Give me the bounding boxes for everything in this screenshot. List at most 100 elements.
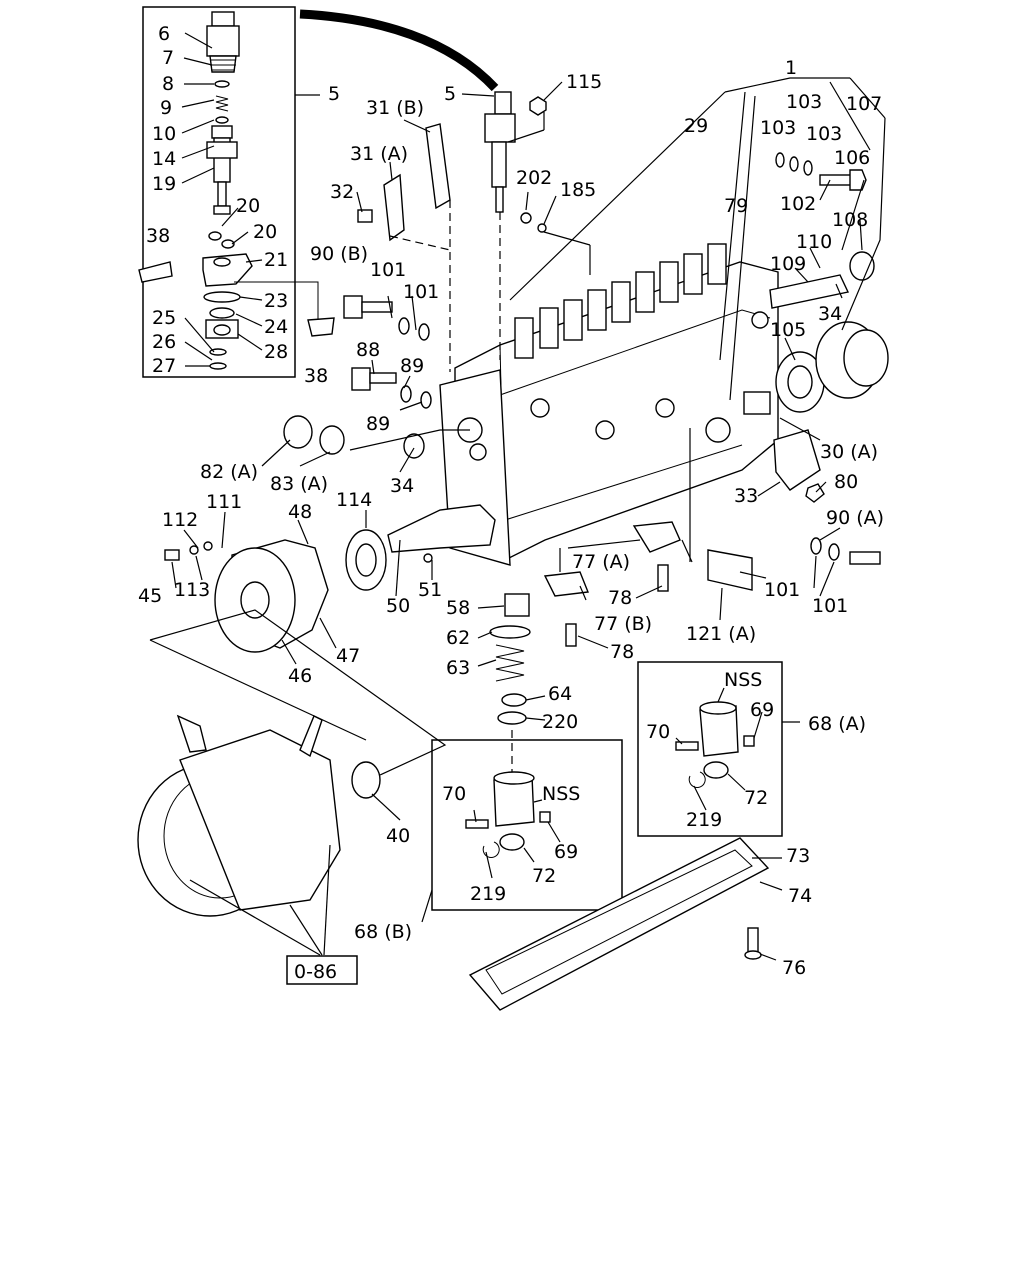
inset-68b [431,739,623,911]
reference-0-86: 0-86 [294,961,337,983]
callout-48: 48 [288,501,312,523]
camshaft-assembly [164,504,496,653]
callout-7: 7 [162,47,174,69]
callout-103: 103 [806,123,842,145]
callout-111: 111 [206,491,242,513]
callout-62: 62 [446,627,470,649]
callout-26: 26 [152,331,176,353]
callout-nss: NSS [542,783,580,805]
callout-40: 40 [386,825,410,847]
callout-38: 38 [146,225,170,247]
callout-5: 5 [328,83,340,105]
callout-83a: 83 (A) [270,473,328,495]
callout-70: 70 [646,721,670,743]
callout-80: 80 [834,471,858,493]
callout-103: 103 [760,117,796,139]
callout-14: 14 [152,148,176,170]
callout-69: 69 [554,841,578,863]
callout-88: 88 [356,339,380,361]
callout-69: 69 [750,699,774,721]
callout-114: 114 [336,489,372,511]
callout-68b: 68 (B) [354,921,412,943]
timer-housing [137,714,381,917]
callout-113: 113 [174,579,210,601]
callout-78: 78 [608,587,632,609]
callout-24: 24 [264,316,288,338]
callout-101: 101 [764,579,800,601]
callout-102: 102 [780,193,816,215]
left-fittings [283,295,432,459]
callout-72: 72 [744,787,768,809]
callout-45: 45 [138,585,162,607]
callout-89: 89 [366,413,390,435]
callout-90b: 90 (B) [310,243,368,265]
callout-9: 9 [160,97,172,119]
callout-109: 109 [770,253,806,275]
tappet-stack [489,593,531,772]
callout-219: 219 [686,809,722,831]
callout-34: 34 [818,303,842,325]
callout-68a: 68 (A) [808,713,866,735]
callout-90a: 90 (A) [826,507,884,529]
callout-108: 108 [832,209,868,231]
callout-46: 46 [288,665,312,687]
holder-5 [484,91,547,360]
callout-110: 110 [796,231,832,253]
callout-101: 101 [403,281,439,303]
callout-30a: 30 (A) [820,441,878,463]
callout-47: 47 [336,645,360,667]
callout-20: 20 [253,221,277,243]
callout-33: 33 [734,485,758,507]
callout-50: 50 [386,595,410,617]
callout-103: 103 [786,91,822,113]
element-row [514,243,769,443]
callout-89: 89 [400,355,424,377]
callout-10: 10 [152,123,176,145]
callout-29: 29 [684,115,708,137]
callout-20: 20 [236,195,260,217]
callout-82a: 82 (A) [200,461,258,483]
callout-106: 106 [834,147,870,169]
callout-73: 73 [786,845,810,867]
callout-72: 72 [532,865,556,887]
callout-32: 32 [330,181,354,203]
callout-1: 1 [785,57,797,79]
callout-76: 76 [782,957,806,979]
callout-219: 219 [470,883,506,905]
callout-nss: NSS [724,669,762,691]
callout-23: 23 [264,290,288,312]
callout-77a: 77 (A) [572,551,630,573]
callout-74: 74 [788,885,812,907]
callout-19: 19 [152,173,176,195]
delivery-valve-inset [138,6,499,378]
callout-63: 63 [446,657,470,679]
callout-185: 185 [560,179,596,201]
governor-end-parts [743,152,889,503]
callout-78: 78 [610,641,634,663]
callout-25: 25 [152,307,176,329]
callout-77b: 77 (B) [594,613,652,635]
callout-5: 5 [444,83,456,105]
callout-64: 64 [548,683,572,705]
callout-31a: 31 (A) [350,143,408,165]
callout-105: 105 [770,319,806,341]
callout-34: 34 [390,475,414,497]
callout-8: 8 [162,73,174,95]
callout-28: 28 [264,341,288,363]
callout-121a: 121 (A) [686,623,756,645]
callout-101: 101 [370,259,406,281]
callout-202: 202 [516,167,552,189]
callout-58: 58 [446,597,470,619]
brackets [543,521,881,647]
callout-6: 6 [158,23,170,45]
callout-70: 70 [442,783,466,805]
callout-labels: 6 7 8 9 10 14 19 20 20 21 23 24 25 26 27… [138,23,884,983]
callout-107: 107 [846,93,882,115]
callout-51: 51 [418,579,442,601]
callout-112: 112 [162,509,198,531]
leader-lines [149,32,886,961]
callout-115: 115 [566,71,602,93]
callout-101: 101 [812,595,848,617]
callout-31b: 31 (B) [366,97,424,119]
